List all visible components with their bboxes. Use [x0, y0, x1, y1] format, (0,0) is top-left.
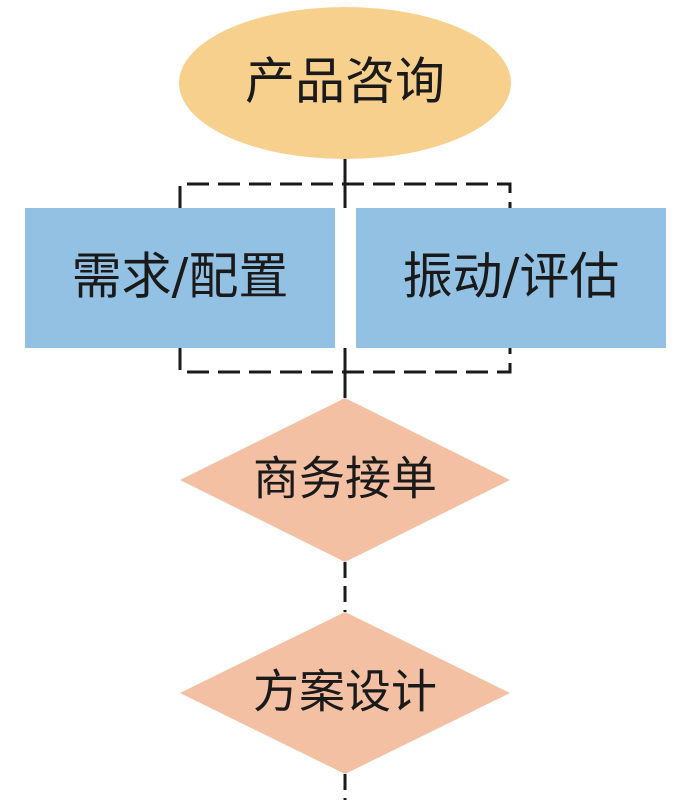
decision-2-diamond	[180, 612, 510, 774]
node-decision-1: 商务接单	[180, 398, 510, 562]
decision-2-label: 方案设计	[253, 665, 437, 719]
node-left-box: 需求/配置	[25, 208, 335, 348]
node-start: 产品咨询	[179, 7, 511, 159]
right-box-label: 振动/评估	[403, 248, 620, 306]
node-decision-2: 方案设计	[180, 612, 510, 774]
decision-1-diamond	[180, 398, 510, 562]
connectors	[178, 158, 512, 800]
left-box-rect	[25, 208, 335, 348]
left-box-label: 需求/配置	[72, 248, 289, 306]
right-box-rect	[356, 208, 666, 348]
start-label: 产品咨询	[245, 53, 445, 111]
start-ellipse	[179, 7, 511, 159]
decision-1-label: 商务接单	[253, 452, 437, 506]
node-right-box: 振动/评估	[356, 208, 666, 348]
